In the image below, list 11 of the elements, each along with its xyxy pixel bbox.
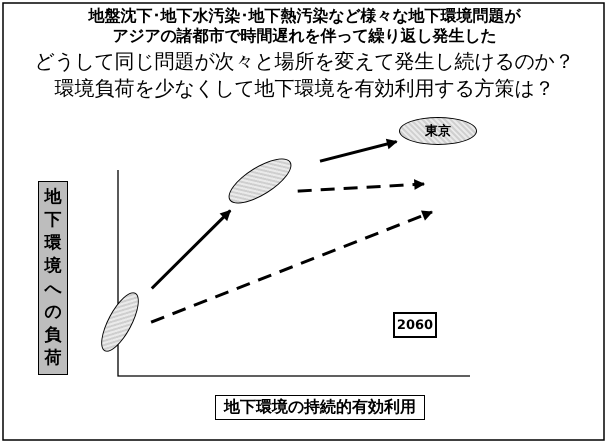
arrow: [150, 209, 232, 290]
label-box: 2060: [393, 312, 437, 338]
question-text: 環境負荷を少なくして地下環境を有効利用する方策は？: [54, 75, 556, 101]
axis-label-box: 地下環境への負荷: [38, 181, 68, 375]
arrow: [150, 210, 433, 324]
city-ellipse: 東京: [399, 117, 477, 145]
arrow: [298, 179, 426, 193]
question-text: どうして同じ問題が次々と場所を変えて発生し続けるのか？: [34, 48, 576, 74]
label-box: 地下環境の持続的有効利用: [215, 394, 425, 420]
title: 地盤沈下･地下水汚染･地下熱汚染など様々な地下環境問題がアジアの諸都市で時間遅れを伴って繰り返し発生した: [87, 6, 522, 46]
arrow: [320, 138, 398, 163]
